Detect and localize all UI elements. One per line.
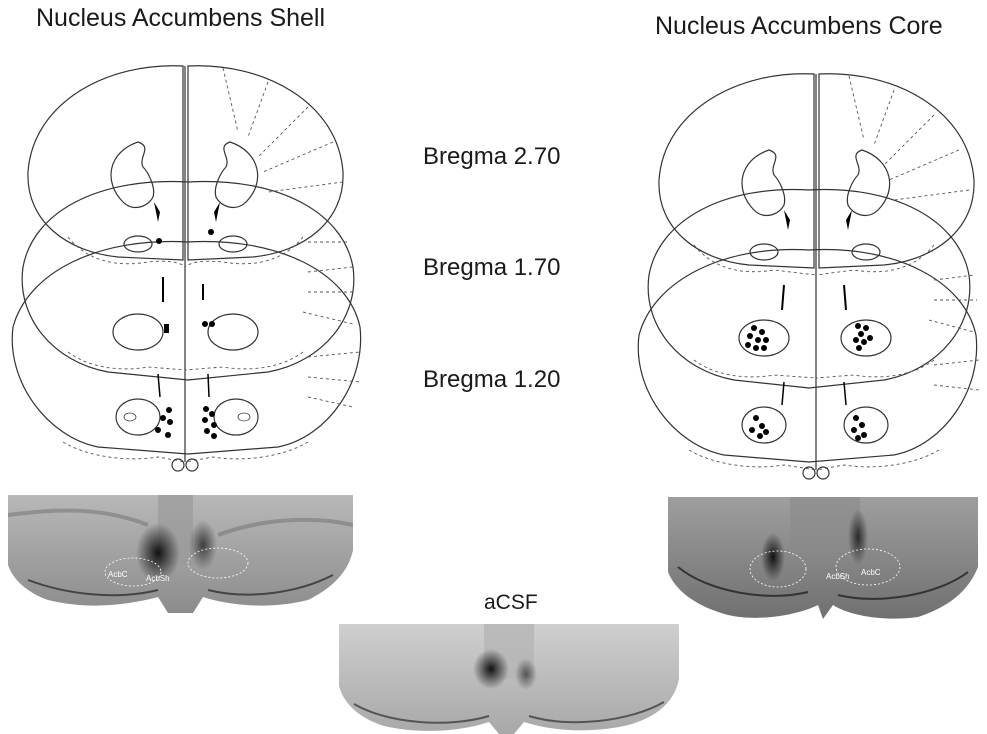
core-photo-label-acbc: AcbC [861, 568, 881, 577]
acsf-histology-photo [339, 624, 679, 734]
shell-histology-photo: AcbC AcbSh [8, 495, 353, 615]
core-photo-label-acbsh: AcbSh [826, 572, 850, 581]
core-histology-photo: AcbSh AcbC [668, 497, 978, 622]
bregma-label-2: Bregma 1.70 [423, 254, 560, 282]
bregma-label-3: Bregma 1.20 [423, 366, 560, 394]
core-atlas-diagram [634, 70, 984, 490]
bregma-label-1: Bregma 2.70 [423, 143, 560, 171]
shell-atlas-diagram [8, 62, 368, 482]
shell-photo-label-acbc: AcbC [108, 570, 128, 579]
core-panel-title: Nucleus Accumbens Core [655, 12, 943, 41]
shell-photo-label-acbsh: AcbSh [146, 574, 170, 583]
shell-panel-title: Nucleus Accumbens Shell [36, 4, 325, 33]
acsf-label: aCSF [484, 591, 538, 615]
